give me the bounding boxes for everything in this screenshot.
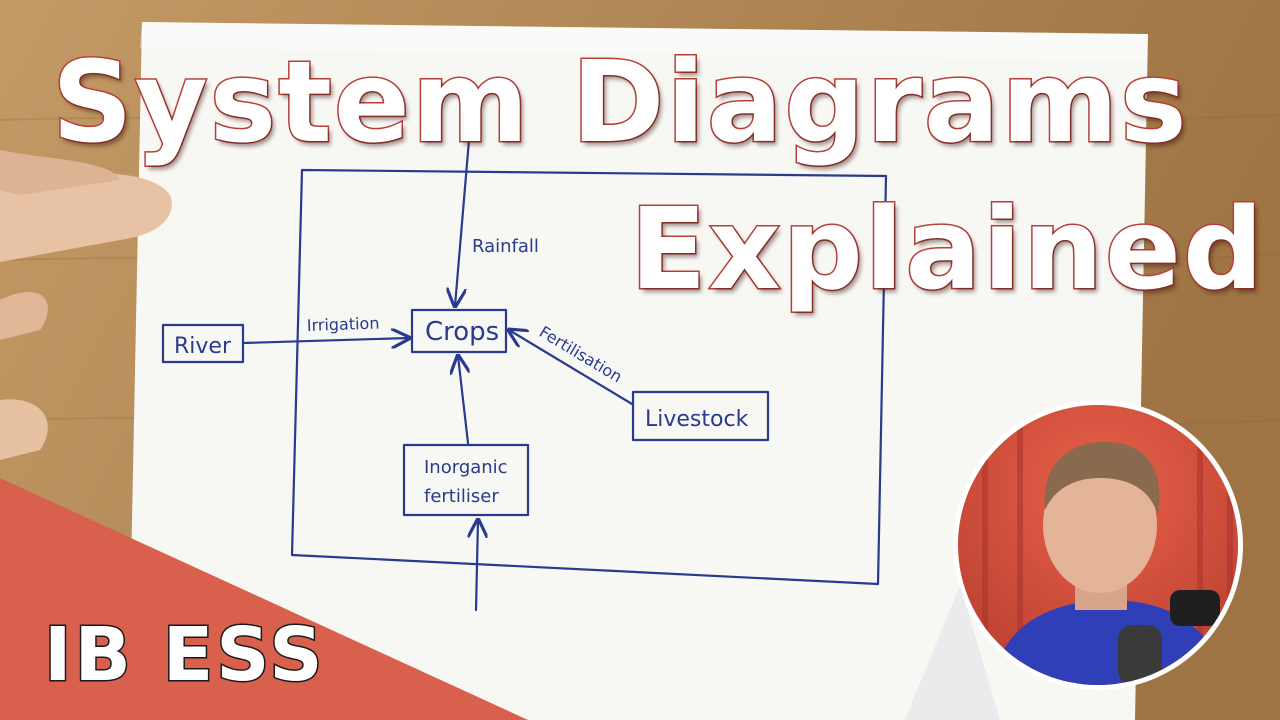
hand <box>0 150 172 460</box>
system-boundary <box>290 168 888 586</box>
paper-sheet <box>128 22 1148 720</box>
fertiliser-label-line2: fertiliser <box>424 486 499 507</box>
title-line-2: Explained <box>628 184 1266 317</box>
paper-corner <box>905 585 1000 720</box>
crops-label: Crops <box>425 317 499 347</box>
livestock-box <box>631 390 770 442</box>
rainfall-arrow <box>455 126 472 306</box>
fertiliser-input-arrow <box>476 520 478 612</box>
river-label: River <box>174 334 232 359</box>
system-diagram <box>161 126 888 612</box>
fertiliser-to-crops-arrow <box>458 356 468 445</box>
irrigation-label: Irrigation <box>306 313 379 335</box>
livestock-label: Livestock <box>645 407 749 432</box>
fertilisation-arrow <box>509 330 634 406</box>
rainfall-label: Rainfall <box>472 236 539 257</box>
fertiliser-label-line1: Inorganic <box>424 457 508 478</box>
presenter-avatar <box>953 400 1243 690</box>
irrigation-arrow <box>241 338 409 343</box>
fertiliser-box <box>402 443 530 517</box>
course-badge: IB ESS <box>43 611 326 700</box>
title-line-1: System Diagrams <box>51 37 1189 170</box>
accent-triangle <box>0 478 528 720</box>
